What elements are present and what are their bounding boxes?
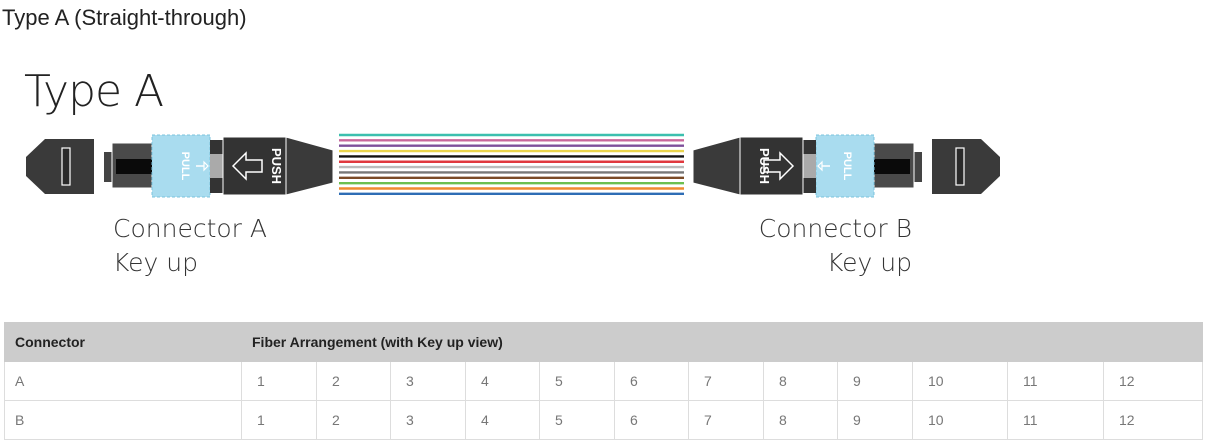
fiber-ribbon — [339, 133, 684, 196]
fiber-cell: 11 — [1007, 400, 1104, 440]
fiber-cell: 1 — [241, 400, 317, 440]
fiber-cell: 10 — [912, 361, 1008, 401]
connector-b-orientation: Key up — [827, 248, 912, 277]
connector-a-label: Connector A Key up — [113, 212, 267, 280]
connector-b-graphic: PULL PUSH — [692, 134, 1001, 198]
fiber-cell: 3 — [390, 400, 466, 440]
section-title: Type A (Straight-through) — [2, 5, 247, 30]
fiber-cell: 11 — [1007, 361, 1104, 401]
connector-a-push-text: PUSH — [269, 148, 284, 184]
connector-a-pull-text: PULL — [179, 152, 191, 181]
fiber-cell: 2 — [316, 400, 391, 440]
fiber-cell: 12 — [1103, 361, 1203, 401]
connector-b-pull-text: PULL — [841, 152, 853, 181]
fiber-cell: 4 — [465, 361, 540, 401]
connector-b-label: Connector B Key up — [700, 212, 912, 280]
cable-diagram: PULL PUSH PULL PUSH — [25, 133, 1001, 198]
connector-b-name: Connector B — [758, 214, 912, 243]
fiber-cell: 5 — [539, 400, 615, 440]
header-connector: Connector — [4, 322, 242, 362]
fiber-cell: 8 — [763, 361, 838, 401]
fiber-cell: 9 — [837, 400, 913, 440]
fiber-arrangement-table: Connector Fiber Arrangement (with Key up… — [4, 322, 1203, 440]
fiber-cell: 10 — [912, 400, 1008, 440]
fiber-cell: 4 — [465, 400, 540, 440]
fiber-cell: 2 — [316, 361, 391, 401]
connector-cell: B — [4, 400, 242, 440]
fiber-cell: 12 — [1103, 400, 1203, 440]
fiber-cell: 1 — [241, 361, 317, 401]
fiber-cell: 6 — [614, 400, 689, 440]
fiber-cell: 5 — [539, 361, 615, 401]
connector-a-name: Connector A — [113, 214, 267, 243]
table-header-row: Connector Fiber Arrangement (with Key up… — [4, 322, 1203, 362]
fiber-cell: 3 — [390, 361, 466, 401]
fiber-cell: 7 — [688, 361, 764, 401]
connector-b-push-text: PUSH — [757, 148, 772, 184]
fiber-cell: 8 — [763, 400, 838, 440]
diagram-heading: Type A — [24, 66, 164, 117]
connector-cell: A — [4, 361, 242, 401]
fiber-cell: 7 — [688, 400, 764, 440]
fiber-cell: 9 — [837, 361, 913, 401]
header-fiber-arrangement: Fiber Arrangement (with Key up view) — [241, 322, 1203, 362]
connector-a-orientation: Key up — [113, 248, 198, 277]
connector-a-graphic: PULL PUSH — [25, 134, 334, 198]
fiber-cell: 6 — [614, 361, 689, 401]
